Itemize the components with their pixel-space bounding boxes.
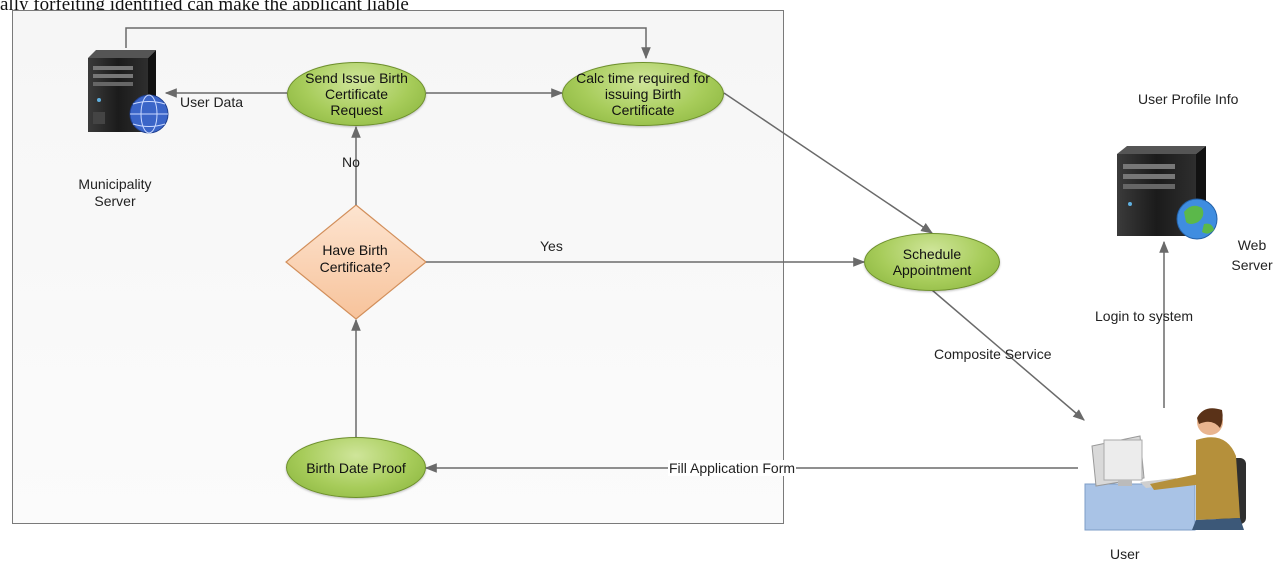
yes-label: Yes: [540, 238, 563, 254]
server-to-calc-arrow: [125, 27, 651, 60]
web-server-label: Web Server: [1231, 237, 1273, 273]
send-issue-request-text: Send Issue Birth Certificate Request: [305, 70, 408, 118]
no-label: No: [342, 154, 360, 170]
have-birth-certificate-text: Have Birth Certificate?: [319, 242, 391, 275]
calc-to-schedule-arrow: [723, 92, 933, 234]
send-issue-request-node: Send Issue Birth Certificate Request: [287, 62, 426, 126]
web-server-icon: [1117, 146, 1218, 240]
schedule-to-user-arrow: [931, 289, 1085, 421]
birth-date-proof-text: Birth Date Proof: [306, 459, 406, 476]
user-data-label: User Data: [180, 94, 244, 110]
calc-time-node: Calc time required for issuing Birth Cer…: [562, 62, 724, 126]
schedule-appointment-node: Schedule Appointment: [864, 233, 1000, 291]
calc-time-text: Calc time required for issuing Birth Cer…: [576, 70, 710, 118]
login-label: Login to system: [1095, 308, 1194, 324]
birth-date-proof-node: Birth Date Proof: [286, 437, 426, 498]
user-at-computer-icon: [1084, 408, 1246, 531]
municipality-server-label: Municipality Server: [78, 176, 152, 209]
composite-service-label: Composite Service: [934, 346, 1052, 362]
globe-icon: [129, 94, 169, 134]
fill-application-form-label: Fill Application Form: [668, 460, 797, 476]
schedule-appointment-text: Schedule Appointment: [892, 246, 972, 278]
user-label: User: [1110, 546, 1140, 562]
user-profile-info-label: User Profile Info: [1138, 91, 1239, 107]
